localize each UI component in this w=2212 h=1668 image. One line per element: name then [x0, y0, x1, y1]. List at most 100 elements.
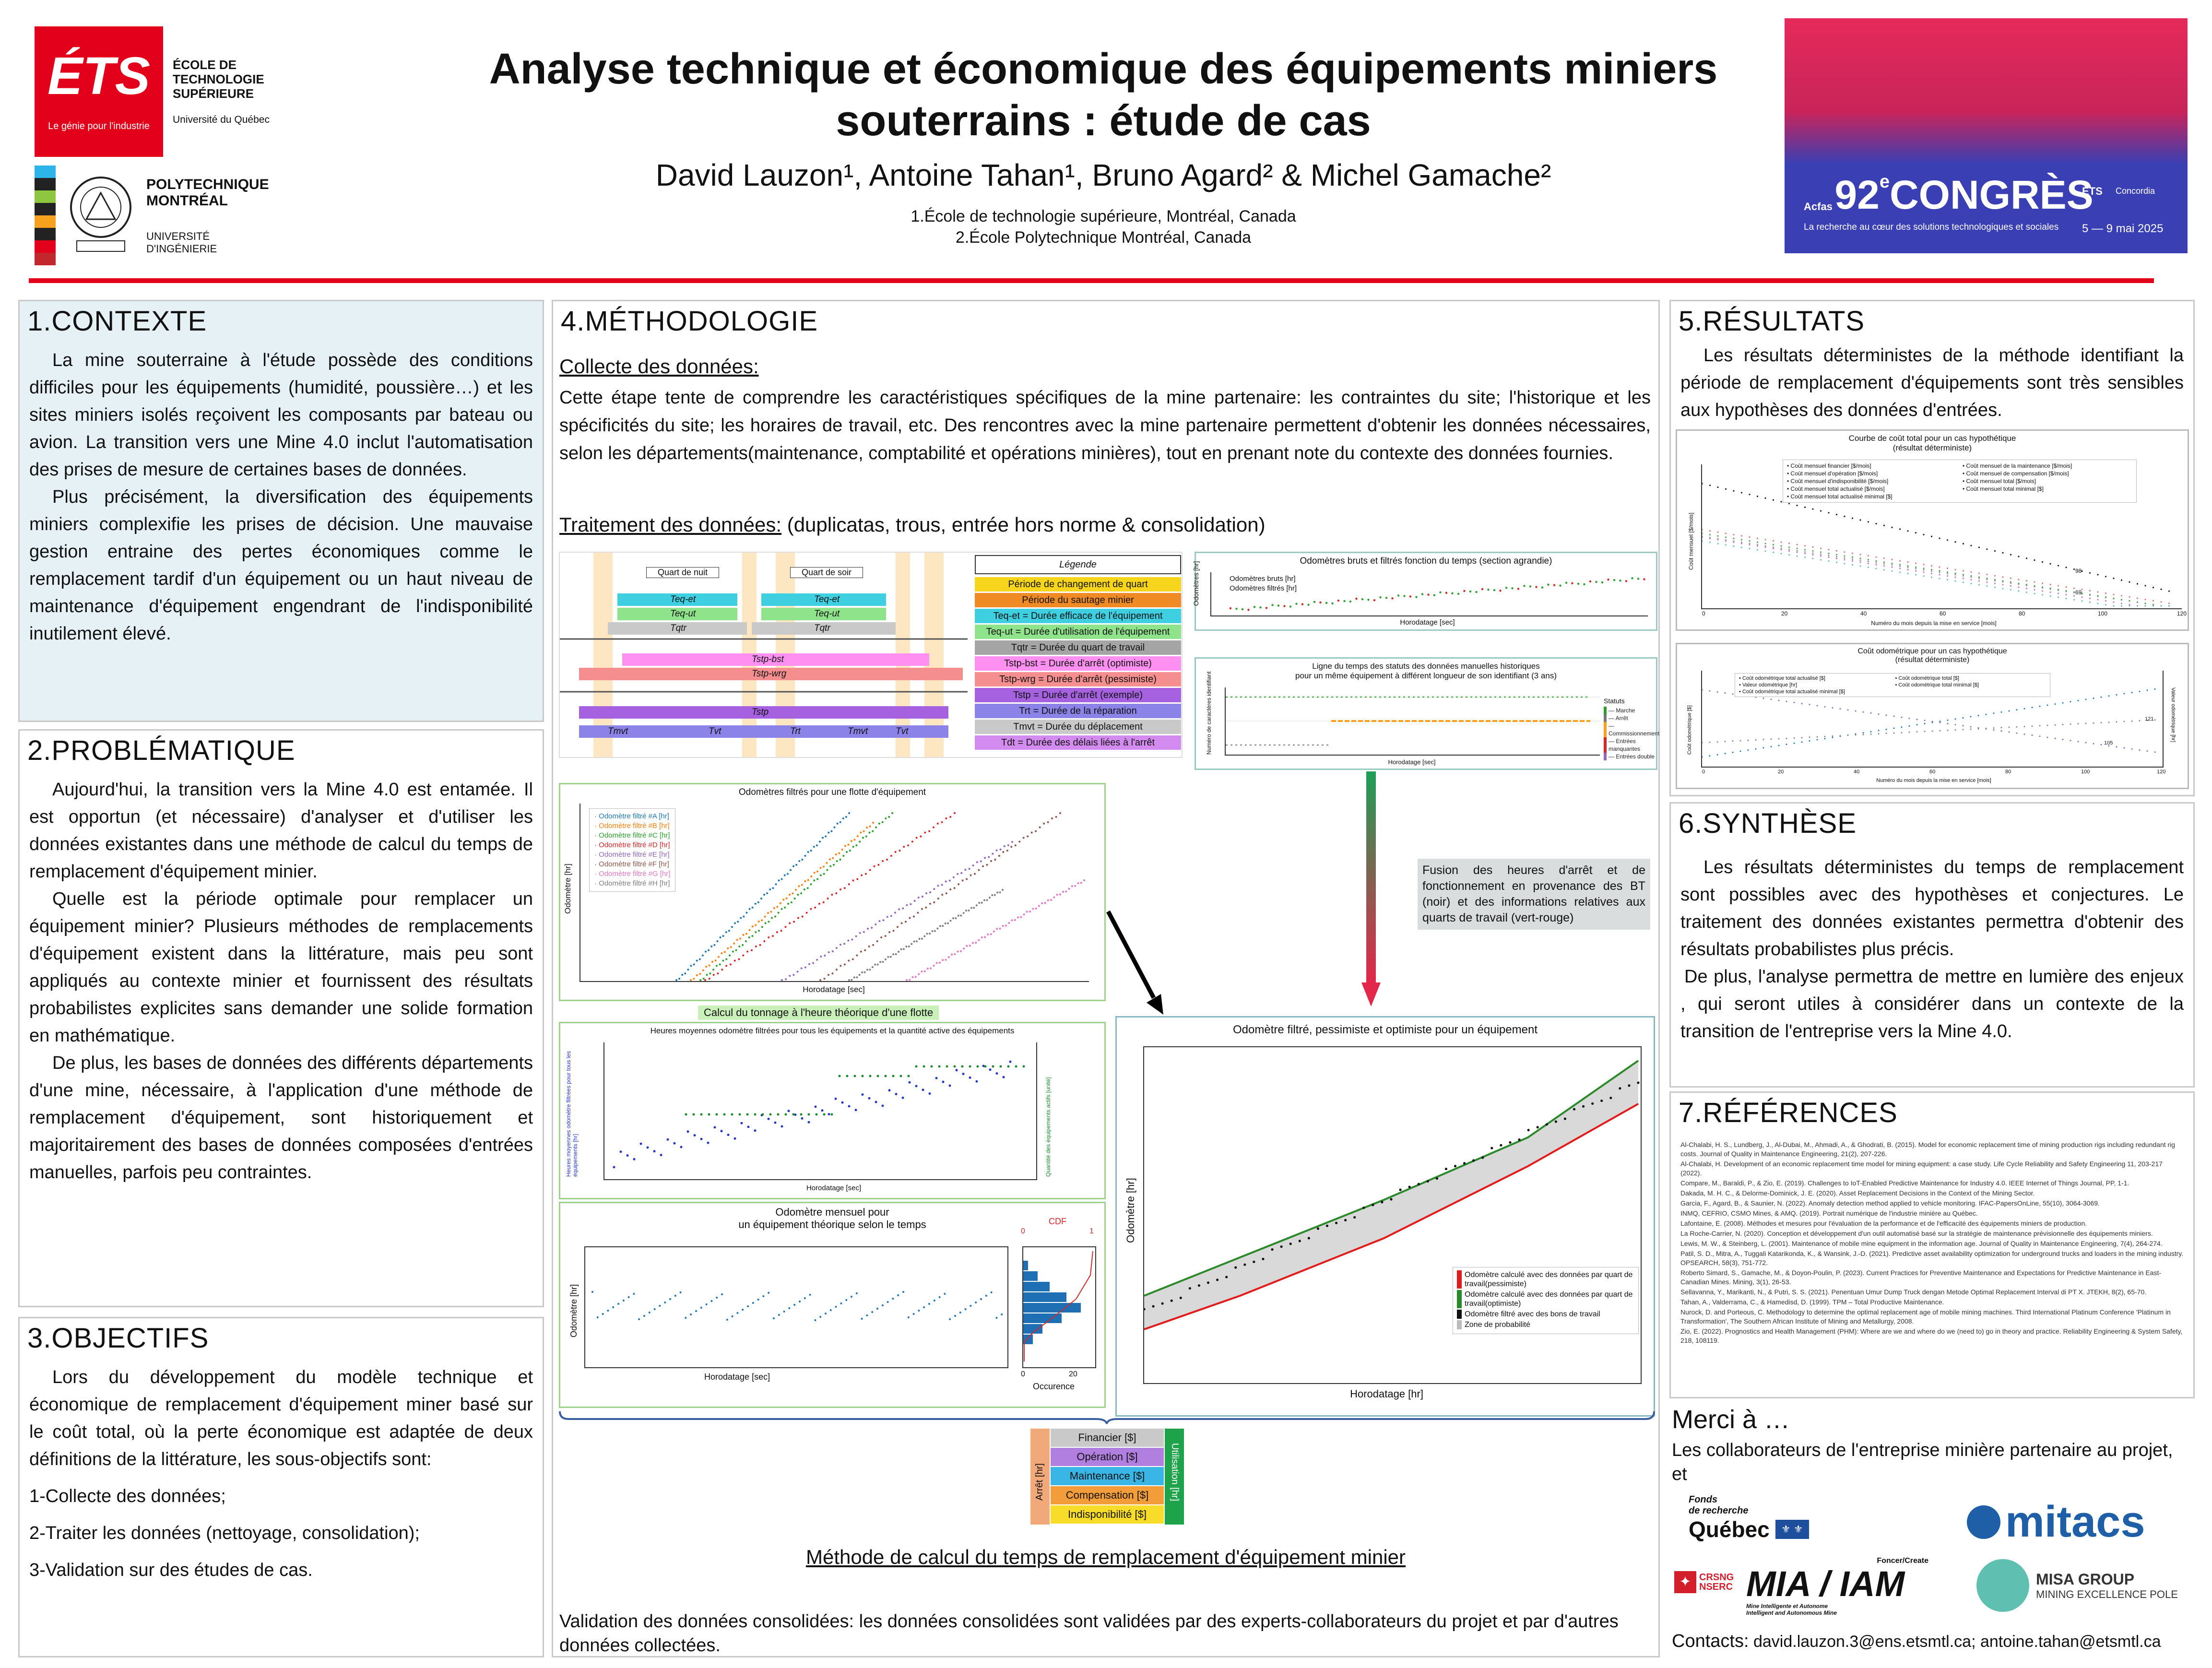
fleet-point — [1022, 837, 1025, 839]
fleet-point — [835, 947, 838, 949]
fleet-point — [801, 884, 803, 886]
res1-point — [1978, 577, 1980, 580]
raw-point — [1553, 584, 1556, 586]
monthly-point — [664, 1301, 666, 1303]
monthly-point — [627, 1296, 630, 1298]
fleet-point — [816, 870, 819, 873]
res1-point — [1859, 565, 1861, 567]
results-chart2-mark-2: 121 — [2145, 716, 2154, 722]
cost-right-label: Utilisation [hr] — [1165, 1429, 1184, 1525]
band-legend-item: Zone de probabilité — [1457, 1320, 1634, 1329]
res2-point — [1801, 737, 1803, 739]
fleet-point — [907, 844, 910, 847]
res2-point — [1702, 742, 1703, 744]
filtered-point — [1472, 1159, 1475, 1162]
monthly-point — [612, 1306, 615, 1308]
res1-point — [2097, 595, 2099, 597]
res2-point — [2116, 721, 2117, 723]
fleet-point — [690, 965, 692, 967]
tonnage-count-point — [846, 1075, 849, 1077]
fleet-point — [1008, 922, 1010, 924]
tonnage-count-point — [784, 1113, 787, 1116]
fleet-point — [958, 883, 960, 886]
status-legend-item: — Entrées double — [1604, 753, 1659, 760]
tonnage-count-point — [861, 1075, 864, 1077]
raw-point — [1241, 608, 1244, 611]
res2-point — [1947, 719, 1949, 721]
fleet-point — [1002, 851, 1005, 853]
monthly-point — [679, 1291, 682, 1293]
res2-point — [1786, 737, 1787, 739]
filtered-point — [1609, 1097, 1612, 1100]
res2-point — [2146, 720, 2148, 722]
poly-seal-icon — [67, 174, 134, 255]
fleet-point — [801, 915, 804, 918]
res1-point — [1907, 569, 1909, 571]
acfas-brand: Acfas — [1804, 200, 1833, 213]
res1-point — [2160, 605, 2162, 607]
tonnage-count-point — [738, 1113, 741, 1116]
res1-point — [2025, 591, 2028, 593]
tonnage-point — [888, 1089, 891, 1092]
res1-point — [2120, 605, 2123, 607]
header-divider — [29, 278, 2154, 283]
fig-fleet-title: Odomètres filtrés pour une flotte d'équi… — [738, 787, 926, 797]
res2-point — [2054, 737, 2056, 739]
fleet-point — [1050, 899, 1053, 901]
fleet-point — [886, 858, 888, 861]
fleet-point — [869, 825, 871, 828]
res2-point — [1962, 717, 1964, 719]
filtered-point — [1243, 1263, 1246, 1266]
fleet-point — [769, 888, 771, 891]
diagonal-arrow-icon — [1103, 907, 1166, 1017]
fleet-legend-item: · Odomètre filtré #B [hr] — [594, 822, 670, 830]
fleet-point — [903, 846, 905, 848]
monthly-point — [840, 1302, 842, 1304]
filtered-point — [1554, 1120, 1557, 1123]
fleet-point — [1002, 925, 1004, 927]
filtered-point — [1454, 1165, 1457, 1168]
res2-point — [1862, 732, 1864, 734]
tonnage-point — [613, 1166, 615, 1169]
traitement-text: (duplicatas, trous, entrée hors norme & … — [781, 513, 1266, 536]
res2-point — [1809, 736, 1810, 738]
fleet-point — [1014, 919, 1016, 921]
monthly-point — [700, 1307, 702, 1309]
contacts-emails[interactable]: david.lauzon.3@ens.etsmtl.ca; antoine.ta… — [1749, 1633, 2161, 1651]
res2-point — [1977, 715, 1979, 717]
monthly-point — [944, 1293, 946, 1295]
fleet-point — [838, 852, 840, 854]
res1-point — [1915, 562, 1917, 564]
tonnage-point — [680, 1146, 683, 1148]
fleet-point — [761, 926, 763, 928]
collecte-text: Cette étape tente de comprendre les cara… — [559, 388, 1651, 463]
fleet-point — [675, 979, 677, 981]
fleet-point — [737, 921, 739, 923]
validation-text: Validation des données consolidées: les … — [559, 1609, 1651, 1657]
res2-point — [2123, 693, 2125, 695]
res2-point — [1816, 739, 1818, 741]
fleet-point — [856, 954, 858, 957]
fleet-point — [966, 945, 968, 947]
fleet-point — [851, 979, 853, 981]
res1-point — [1725, 539, 1727, 541]
tonnage-count-point — [1007, 1065, 1010, 1068]
fleet-point — [934, 930, 936, 932]
fleet-point — [784, 926, 787, 928]
fleet-point — [820, 955, 822, 958]
mitacs-text: mitacs — [2005, 1497, 2145, 1546]
fleet-point — [872, 944, 875, 946]
res1-point — [2105, 596, 2107, 598]
tonnage-count-point — [692, 1113, 695, 1116]
fleet-point — [990, 933, 992, 935]
fleet-point — [887, 956, 889, 958]
res1-point — [1764, 497, 1766, 499]
fleet-point — [757, 901, 759, 903]
res1-point — [2152, 605, 2154, 607]
fleet-point — [795, 864, 798, 866]
fleet-point — [879, 961, 882, 963]
res1-point — [2002, 580, 2004, 582]
res1-point — [1780, 541, 1782, 543]
res1-point — [2057, 596, 2059, 598]
filtered-point — [1563, 1117, 1567, 1120]
